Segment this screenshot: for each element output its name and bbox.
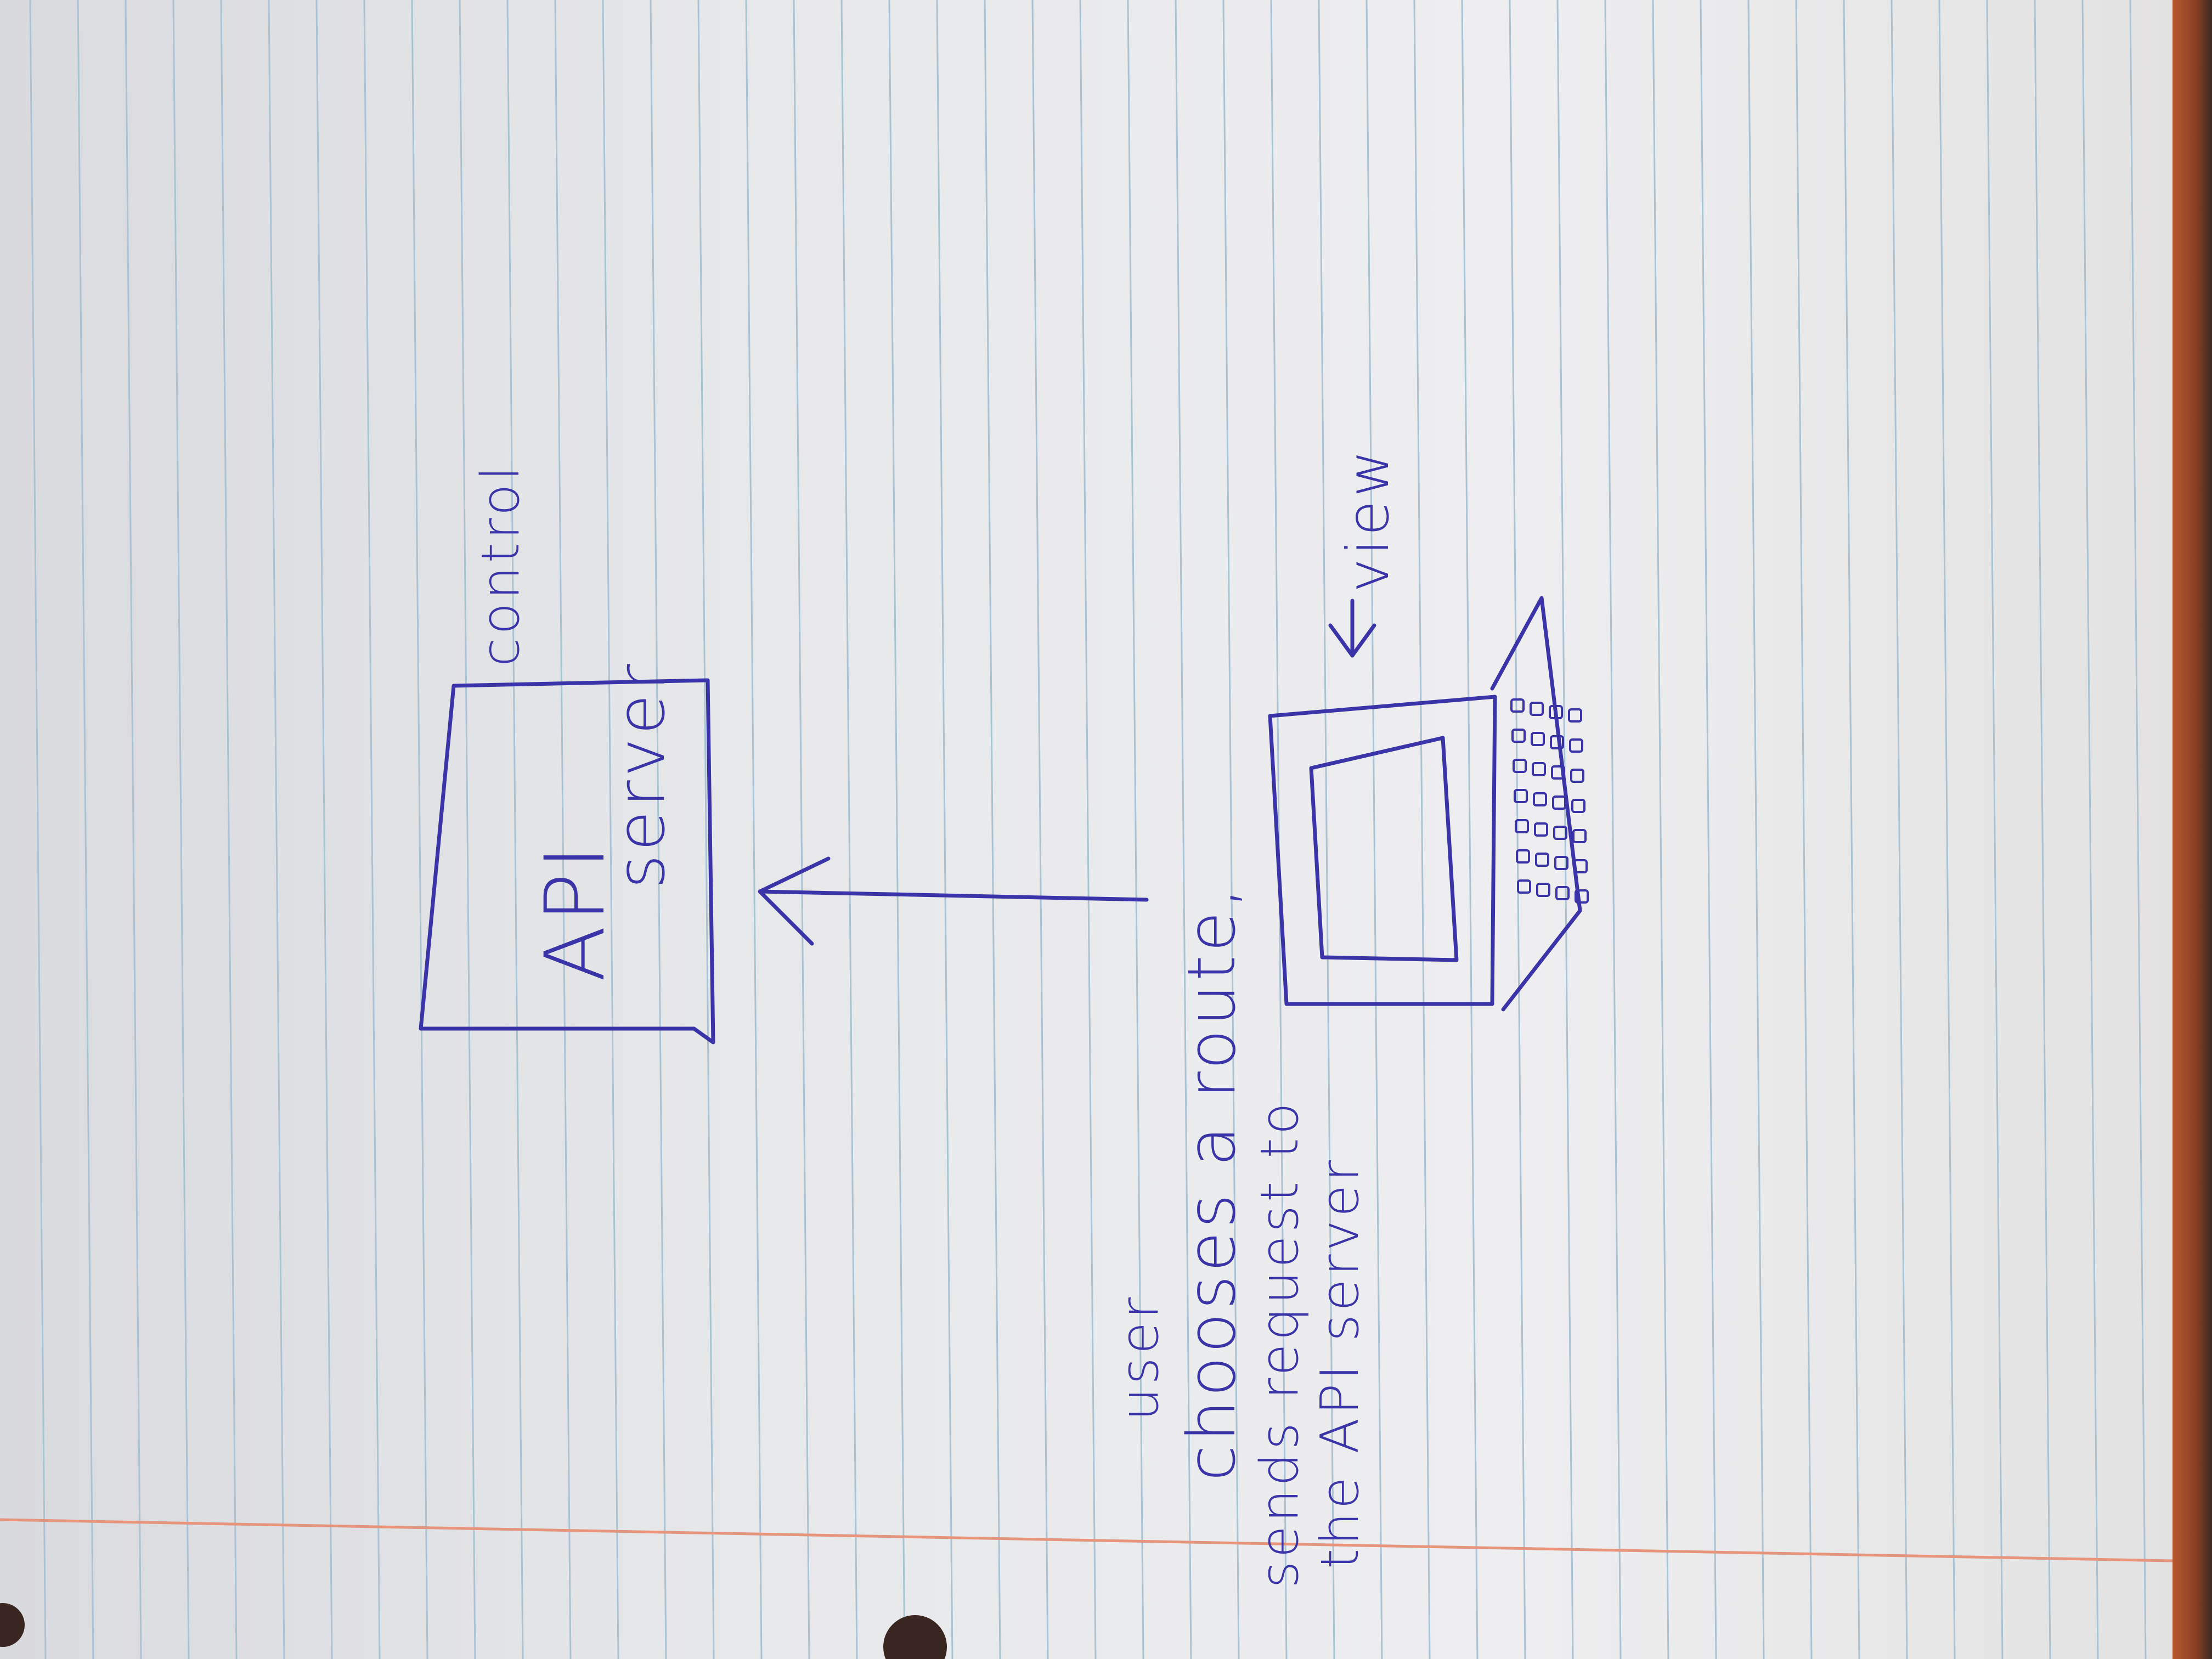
arrow-shaft bbox=[758, 889, 1149, 902]
request-arrow bbox=[758, 856, 1149, 946]
laptop-key bbox=[1568, 708, 1582, 723]
laptop-key bbox=[1516, 849, 1530, 864]
laptop-key bbox=[1572, 829, 1587, 843]
rule-line bbox=[1938, 0, 1956, 1659]
rule-line bbox=[411, 0, 428, 1659]
api-server-note: the API server bbox=[1310, 1157, 1370, 1569]
rule-line bbox=[554, 0, 572, 1659]
rule-line bbox=[2129, 0, 2147, 1659]
control-label: control bbox=[471, 463, 531, 667]
rule-line bbox=[1127, 0, 1144, 1659]
rule-line bbox=[1079, 0, 1097, 1659]
arrowhead bbox=[758, 856, 831, 946]
laptop-key bbox=[1575, 889, 1589, 904]
rule-line bbox=[936, 0, 953, 1659]
rule-line bbox=[2034, 0, 2051, 1659]
rule-line bbox=[1891, 0, 1908, 1659]
rule-line bbox=[1318, 0, 1335, 1659]
rule-line bbox=[1031, 0, 1049, 1659]
rule-line bbox=[363, 0, 381, 1659]
laptop-key bbox=[1570, 769, 1584, 783]
rule-line bbox=[1652, 0, 1669, 1659]
api-server-box bbox=[419, 678, 715, 1045]
laptop-node: view bbox=[1268, 447, 1589, 1012]
rule-line bbox=[697, 0, 715, 1659]
rule-line bbox=[602, 0, 619, 1659]
rule-line bbox=[1365, 0, 1383, 1659]
laptop-key bbox=[1554, 856, 1568, 870]
api-server-node: API server control bbox=[419, 463, 715, 1045]
laptop-key bbox=[1553, 826, 1567, 840]
rule-line bbox=[29, 0, 47, 1659]
rule-line bbox=[1175, 0, 1192, 1659]
rule-line bbox=[1604, 0, 1622, 1659]
view-label: view bbox=[1335, 447, 1402, 592]
laptop-key bbox=[1515, 819, 1529, 833]
laptop-key bbox=[1571, 799, 1585, 813]
rule-line bbox=[984, 0, 1001, 1659]
laptop-key bbox=[1550, 735, 1564, 749]
rule-line bbox=[268, 0, 285, 1659]
rule-line bbox=[745, 0, 763, 1659]
rule-line bbox=[2081, 0, 2099, 1659]
api-server-label-line2: server bbox=[603, 661, 680, 889]
rule-line bbox=[506, 0, 524, 1659]
desk-edge bbox=[2172, 0, 2212, 1659]
laptop-keys bbox=[1510, 698, 1589, 904]
rule-line bbox=[1461, 0, 1479, 1659]
rule-line bbox=[888, 0, 906, 1659]
laptop-key bbox=[1531, 732, 1545, 746]
laptop-key bbox=[1552, 795, 1566, 810]
margin-line bbox=[0, 1518, 2173, 1562]
rule-line bbox=[220, 0, 238, 1659]
rule-line bbox=[315, 0, 333, 1659]
rule-line bbox=[459, 0, 476, 1659]
laptop-key bbox=[1517, 879, 1531, 894]
rule-line bbox=[1413, 0, 1431, 1659]
rule-line bbox=[172, 0, 190, 1659]
binder-hole bbox=[0, 1603, 25, 1647]
rule-line bbox=[1222, 0, 1240, 1659]
laptop-screen-frame bbox=[1268, 695, 1497, 1006]
laptop-key bbox=[1514, 789, 1528, 803]
laptop-key bbox=[1536, 883, 1550, 897]
rule-line bbox=[1747, 0, 1765, 1659]
rule-line bbox=[793, 0, 810, 1659]
laptop-key bbox=[1530, 702, 1544, 716]
laptop-key bbox=[1535, 853, 1549, 867]
api-server-label-line1: API bbox=[528, 842, 623, 982]
laptop-key bbox=[1511, 729, 1526, 743]
rule-line bbox=[1700, 0, 1717, 1659]
laptop-key bbox=[1555, 886, 1570, 900]
rule-line bbox=[1986, 0, 2004, 1659]
laptop-key bbox=[1569, 738, 1583, 753]
rule-line bbox=[1795, 0, 1813, 1659]
binder-hole bbox=[883, 1615, 947, 1659]
rule-line bbox=[650, 0, 667, 1659]
laptop-keyboard-base bbox=[1490, 596, 1582, 1012]
edge-label: chooses a route, bbox=[1174, 884, 1250, 1481]
view-pointer-arrow bbox=[1328, 599, 1376, 658]
rule-line bbox=[125, 0, 142, 1659]
laptop-key bbox=[1532, 762, 1546, 776]
rule-line bbox=[1843, 0, 1860, 1659]
laptop-key bbox=[1533, 792, 1547, 806]
laptop-key bbox=[1510, 698, 1525, 713]
rule-line bbox=[840, 0, 858, 1659]
laptop-screen-display bbox=[1309, 736, 1459, 962]
rule-line bbox=[77, 0, 94, 1659]
sends-request-note: sends request to bbox=[1250, 1099, 1310, 1588]
rule-lines bbox=[29, 0, 2147, 1659]
laptop-key bbox=[1534, 822, 1548, 837]
laptop-key bbox=[1549, 705, 1563, 719]
user-note: user bbox=[1110, 1294, 1170, 1421]
laptop-key bbox=[1573, 859, 1588, 873]
laptop-key bbox=[1551, 765, 1565, 780]
laptop-key bbox=[1513, 759, 1527, 773]
rule-line bbox=[1270, 0, 1288, 1659]
rule-line bbox=[1509, 0, 1526, 1659]
